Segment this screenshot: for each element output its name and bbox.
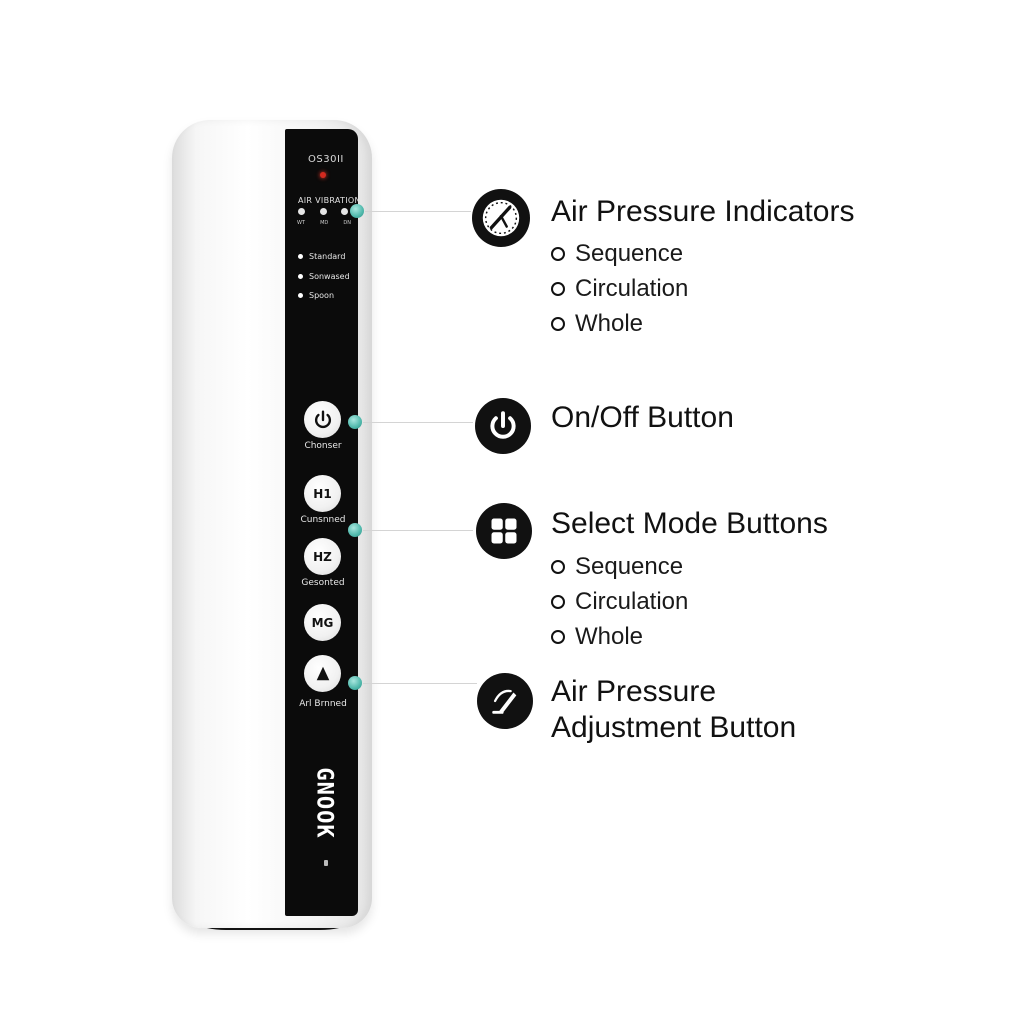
mode-button-2[interactable]: HZ [304,538,341,575]
grid-icon-badge [476,503,532,559]
adjust-pen-icon [492,689,517,714]
mode-led-icon [298,293,303,298]
mode-button-1-label: Cunsnned [300,515,346,525]
triangle-icon [316,666,329,680]
connector-dot-power [348,415,362,429]
panel-mark [324,860,328,866]
power-icon [314,410,331,428]
pressure-gauge-icon-badge [472,189,530,247]
mode-button-1[interactable]: H1 [304,475,341,512]
radio-ring-icon [551,317,565,331]
grid-icon [491,518,517,544]
panel-air-label: AIR VIBRATION [298,196,361,205]
adjust-pen-icon-badge [477,673,533,729]
panel-mode-row: Spoon [298,291,334,300]
mode-3-icon: MG [311,615,334,630]
leader-line [363,683,477,684]
pressure-indicator-leds [298,208,348,215]
callout-title-adjust-line2: Adjustment Button [551,711,797,744]
indicator-led-icon [298,208,305,215]
indicator-led-icon [319,208,327,215]
mode-option: Circulation [551,588,688,616]
power-button[interactable] [304,401,341,438]
radio-ring-icon [551,247,565,261]
power-button-label: Chonser [304,441,342,451]
connector-dot-adjust [348,676,362,690]
leader-line [365,211,471,212]
radio-ring-icon [551,560,565,574]
radio-ring-icon [551,595,565,609]
callout-title-power: On/Off Button [551,401,734,434]
panel-mode-row: Sonwased [298,272,350,281]
mode-option: Whole [551,623,643,651]
pressure-indicator-labels: WT MD DN [297,220,351,226]
callout-title-pressure: Air Pressure Indicators [551,195,855,228]
mode-option: Sequence [551,553,683,581]
leader-line [363,530,473,531]
pressure-option: Circulation [551,275,688,303]
brand-logo: GNOOK [311,767,337,839]
air-adjust-button-label: Arl Brnned [299,699,347,709]
mode-button-2-label: Gesonted [301,578,345,588]
radio-ring-icon [551,282,565,296]
leader-line [363,422,473,423]
pressure-option: Whole [551,310,643,338]
power-icon-badge [475,398,531,454]
control-panel [285,129,358,916]
pressure-option: Sequence [551,240,683,268]
radio-ring-icon [551,630,565,644]
connector-dot-mode [348,523,362,537]
panel-model-label: OS30II [308,154,344,165]
callout-title-adjust-line1: Air Pressure [551,675,717,708]
pressure-gauge-icon [482,199,520,237]
indicator-led-icon [341,208,348,215]
panel-mode-row: Standard [298,252,345,261]
mode-led-icon [298,274,303,279]
mode-button-3[interactable]: MG [304,604,341,641]
mode-led-icon [298,254,303,259]
air-adjust-button[interactable] [304,655,341,692]
callout-title-mode: Select Mode Buttons [551,507,828,540]
power-icon [490,411,516,439]
status-led [320,172,326,178]
mode-2-icon: HZ [313,549,332,564]
connector-dot-pressure [350,204,364,218]
mode-1-icon: H1 [313,486,332,501]
